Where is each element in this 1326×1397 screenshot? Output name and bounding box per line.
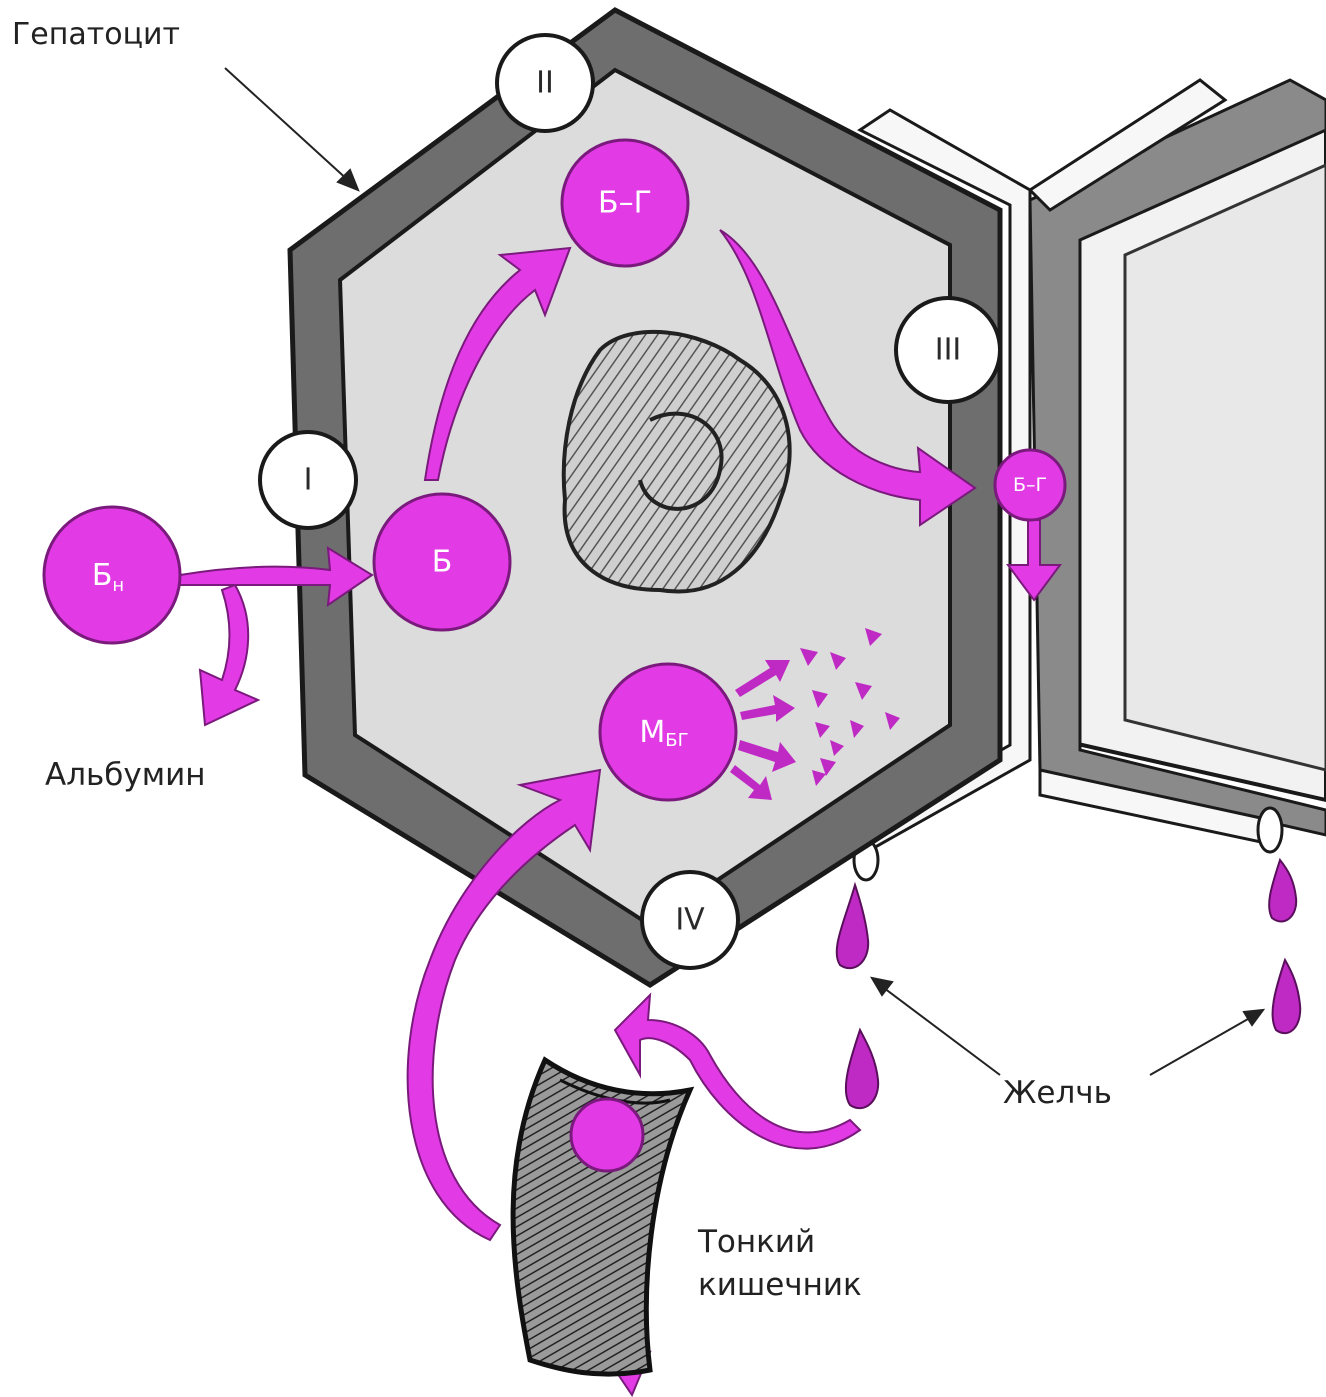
stage-4: IV: [642, 872, 738, 968]
molecule-bilirubin-glucuronide: Б–Г: [562, 140, 688, 266]
stage-1: I: [260, 432, 356, 528]
intestine-label-line2: кишечник: [698, 1267, 862, 1303]
stage-3-label: III: [935, 333, 962, 368]
bile-pointer: [1150, 1015, 1255, 1075]
bile-pointer: [880, 985, 1000, 1075]
stage-1-label: I: [304, 463, 313, 498]
molecule-bn-main: Б: [92, 558, 113, 593]
molecule-metabolite: МБГ: [600, 664, 736, 800]
molecule-bilirubin-glucuronide-small: Б–Г: [995, 450, 1065, 520]
hepatocyte-label: Гепатоцит: [12, 17, 180, 52]
molecule-bilirubin: Б: [374, 494, 510, 630]
stage-2: II: [497, 35, 593, 131]
bile-drop: [837, 885, 868, 968]
stage-3: III: [896, 298, 1000, 402]
molecule-bg-small-label: Б–Г: [1013, 474, 1047, 496]
molecule-m-main: М: [639, 715, 665, 750]
bile-drop: [1269, 860, 1296, 921]
bile-drop: [846, 1030, 878, 1108]
bile-label: Желчь: [1003, 1075, 1112, 1111]
arrow-albumin: [200, 585, 258, 725]
stage-2-label: II: [536, 66, 554, 101]
molecule-bn-sub: н: [112, 575, 124, 596]
canaliculus-opening: [1258, 808, 1282, 852]
albumin-label: Альбумин: [45, 757, 206, 793]
hepatocyte-pointer: [225, 68, 350, 182]
stage-4-label: IV: [675, 903, 705, 938]
bile-droplets: [837, 860, 1301, 1108]
molecule-bg-label: Б–Г: [598, 186, 652, 221]
molecule-unconjugated-bilirubin: Бн: [44, 507, 180, 643]
molecule-b-label: Б: [432, 545, 453, 580]
bile-pointer-head: [1244, 1010, 1263, 1025]
intestine-label-line1: Тонкий: [697, 1224, 815, 1260]
molecule-m-sub: БГ: [665, 730, 688, 751]
bile-drop: [1273, 960, 1301, 1033]
intestine-molecule: [571, 1099, 643, 1171]
